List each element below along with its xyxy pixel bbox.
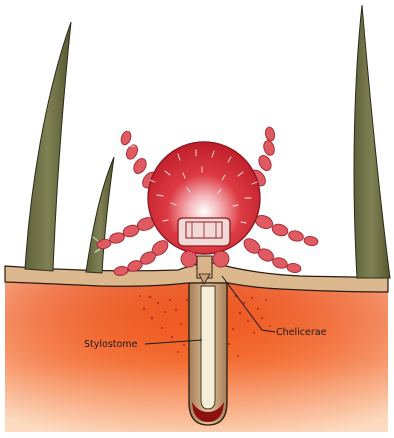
- hair-right-tall: [354, 5, 390, 278]
- chelicerae-label: Chelicerae: [276, 327, 327, 338]
- hair-left-short: [86, 157, 114, 273]
- stylostome-label: Stylostome: [84, 339, 138, 350]
- hair-left-tall: [25, 22, 71, 271]
- stylostome-tube: [189, 283, 227, 425]
- chigger-mite-icon: [93, 121, 323, 284]
